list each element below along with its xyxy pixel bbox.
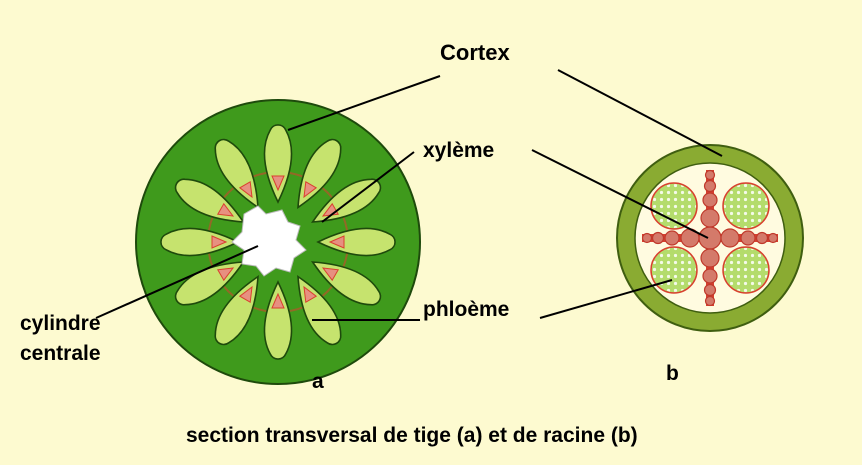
phloem-texture <box>724 184 768 228</box>
diagram-caption: section transversal de tige (a) et de ra… <box>186 424 638 447</box>
xylem-cell <box>701 209 719 227</box>
xylem-cell <box>769 234 778 243</box>
label-phloem: phloème <box>423 298 509 321</box>
phloem-texture <box>724 248 768 292</box>
xylem-cell <box>757 233 768 244</box>
xylem-cell <box>741 231 755 245</box>
label-xylem: xylème <box>423 139 494 162</box>
label-stem-letter: a <box>312 370 324 393</box>
xylem-cell <box>705 285 716 296</box>
stem-cross-section <box>136 100 420 384</box>
xylem-cell <box>701 249 719 267</box>
label-central-cylinder-line1: cylindre <box>20 312 101 335</box>
xylem-cell <box>721 229 739 247</box>
label-central-cylinder-line2: centrale <box>20 342 101 365</box>
xylem-cell <box>705 181 716 192</box>
xylem-cell <box>665 231 679 245</box>
xylem-cell <box>703 269 717 283</box>
xylem-cell <box>706 171 715 180</box>
root-cross-section <box>617 145 803 331</box>
xylem-cell <box>653 233 664 244</box>
phloem-texture <box>652 248 696 292</box>
xylem-cell <box>643 234 652 243</box>
label-cortex: Cortex <box>440 40 510 65</box>
xylem-cell <box>703 193 717 207</box>
label-root-letter: b <box>666 362 679 385</box>
xylem-cell <box>699 227 721 249</box>
xylem-cell <box>706 297 715 306</box>
